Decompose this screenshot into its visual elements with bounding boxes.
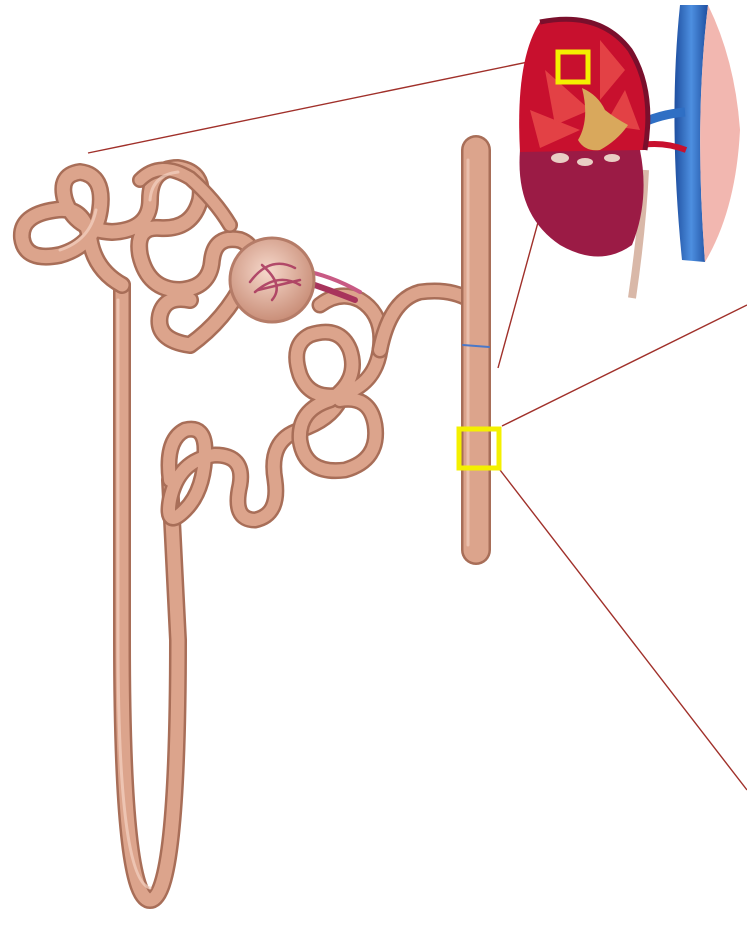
callout-line-duct-up (502, 305, 747, 426)
callout-line-duct-down (500, 470, 747, 790)
kidney-tissue-right (700, 5, 740, 262)
distal-convoluted-tubule (297, 291, 470, 471)
callout-line-cortex-to-nephron (88, 56, 557, 153)
proximal-convoluted-tubule (22, 168, 253, 345)
collecting-duct (463, 150, 489, 550)
kidney-lower-half (520, 150, 644, 257)
kidney-inset (519, 5, 740, 298)
loop-of-henle (118, 285, 178, 900)
nephron (22, 150, 489, 900)
glomerulus (230, 238, 360, 322)
